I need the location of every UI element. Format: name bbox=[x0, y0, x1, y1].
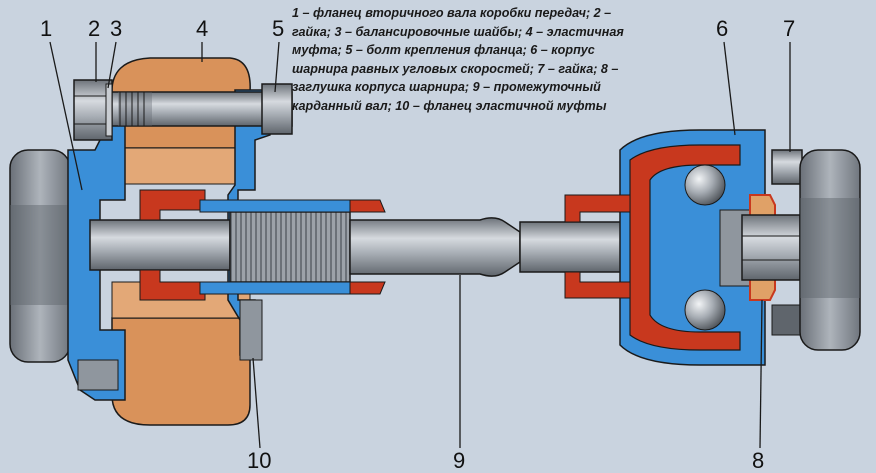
leader-1 bbox=[49, 41, 83, 191]
coupling-flange-10 bbox=[227, 89, 271, 361]
cv-joint-housing-6 bbox=[564, 129, 766, 366]
balancing-washers-3 bbox=[105, 83, 113, 137]
callout-10: 10 bbox=[247, 448, 272, 473]
caption-line: 1 – фланец вторичного вала коробки перед… bbox=[292, 6, 612, 20]
caption-line: шарнира равных угловых скоростей; 7 – га… bbox=[292, 61, 619, 76]
leader-10 bbox=[252, 357, 261, 449]
caption-line: гайка; 3 – балансировочные шайбы; 4 – эл… bbox=[292, 24, 624, 39]
caption-line: муфта; 5 – болт крепления фланца; 6 – ко… bbox=[292, 43, 595, 57]
right-disc bbox=[799, 149, 861, 351]
caption-line: заглушка корпуса шарнира; 9 – промежуточ… bbox=[292, 80, 601, 94]
callout-9: 9 bbox=[453, 448, 466, 473]
callout-8: 8 bbox=[752, 448, 765, 473]
leader-lines bbox=[49, 41, 791, 449]
leader-3 bbox=[107, 41, 117, 89]
callout-3: 3 bbox=[110, 16, 123, 41]
leader-8 bbox=[759, 299, 763, 449]
left-shaft-seals bbox=[139, 189, 386, 301]
leader-6 bbox=[723, 41, 736, 136]
central-nut bbox=[741, 214, 801, 281]
callout-4: 4 bbox=[196, 16, 209, 41]
flange-bolt-5 bbox=[95, 83, 293, 135]
callout-5: 5 bbox=[272, 16, 285, 41]
callout-6: 6 bbox=[716, 16, 729, 41]
callout-1: 1 bbox=[40, 16, 53, 41]
legend-caption: 1 – фланец вторичного вала коробки перед… bbox=[292, 4, 712, 115]
callout-7: 7 bbox=[783, 16, 796, 41]
caption-line: карданный вал; 10 – фланец эластичной му… bbox=[292, 98, 607, 113]
callout-2: 2 bbox=[88, 16, 101, 41]
left-output-disc bbox=[9, 149, 71, 363]
leader-5 bbox=[274, 41, 280, 93]
